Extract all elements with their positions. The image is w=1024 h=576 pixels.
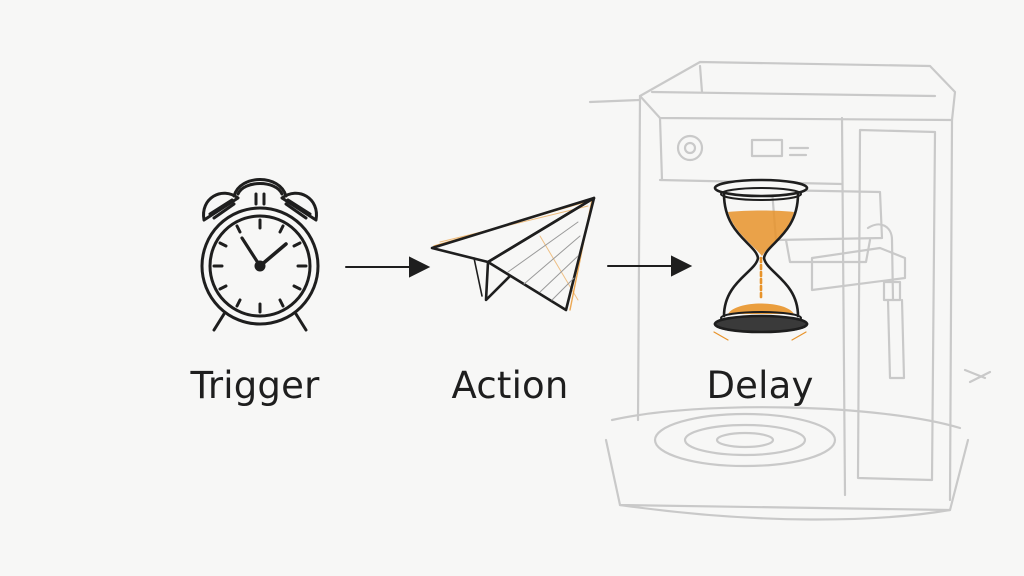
hourglass-icon bbox=[713, 178, 809, 341]
step-label-delay: Delay bbox=[706, 364, 814, 407]
step-label-action: Action bbox=[451, 364, 569, 407]
connector-arrow bbox=[345, 256, 431, 278]
alarm-clock-icon bbox=[200, 178, 320, 332]
connector-arrow bbox=[607, 255, 693, 277]
paper-plane-icon bbox=[430, 196, 596, 312]
step-label-trigger: Trigger bbox=[190, 364, 320, 407]
